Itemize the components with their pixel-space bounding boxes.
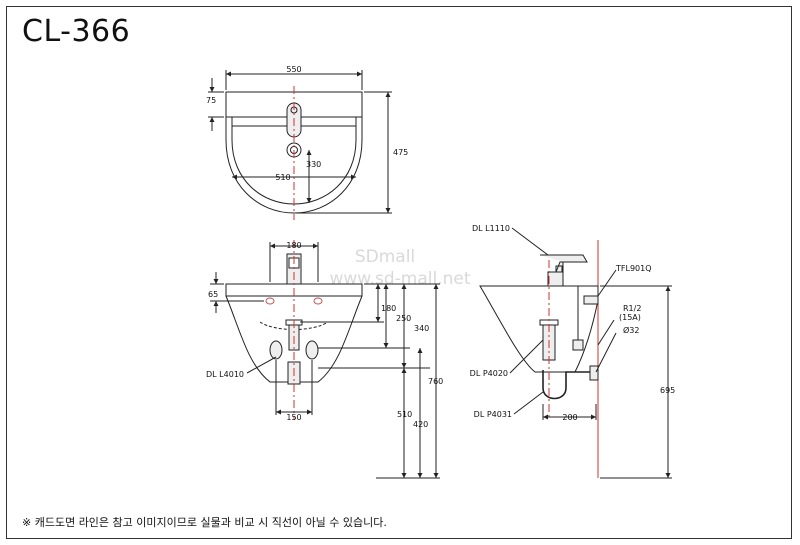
dim-510: 510 <box>397 410 412 419</box>
dim-180-spacing: 180 <box>286 241 301 250</box>
side-faucet <box>540 254 588 287</box>
drawing-frame <box>6 6 792 539</box>
label-dl-l1110: DL L1110 <box>472 224 510 233</box>
dim-475: 475 <box>393 148 408 157</box>
side-trap <box>542 370 596 400</box>
side-basin-outline <box>479 285 599 373</box>
dim-420: 420 <box>413 420 428 429</box>
label-dl-p4031: DL P4031 <box>474 410 512 419</box>
model-title: CL-366 <box>22 14 131 49</box>
front-view-labels: 180 65 150 DL L4010 180 250 340 510 420 … <box>206 241 443 429</box>
label-dl-l4010: DL L4010 <box>206 370 244 379</box>
dim-550: 550 <box>286 65 301 74</box>
front-bracket-right <box>305 340 319 360</box>
dim-330: 330 <box>306 160 321 169</box>
dim-75: 75 <box>206 96 216 105</box>
top-view <box>208 70 392 220</box>
dim-200: 200 <box>562 413 577 422</box>
dim-340: 340 <box>414 324 429 333</box>
front-bracket-left <box>269 340 283 360</box>
watermark: SDmall www.sd-mall.net <box>329 247 470 289</box>
footnote: ※ 캐드도면 라인은 참고 이미지이므로 실물과 비교 시 직선이 아닐 수 있… <box>22 516 387 529</box>
dim-150: 150 <box>286 413 301 422</box>
dim-695: 695 <box>660 386 675 395</box>
label-pipe-diameter: Ø32 <box>623 325 639 335</box>
dim-250: 250 <box>396 314 411 323</box>
label-dl-p4020: DL P4020 <box>470 369 508 378</box>
watermark-line2: www.sd-mall.net <box>329 269 470 289</box>
top-basin-outline <box>225 91 363 214</box>
front-basin-outline <box>225 283 363 383</box>
front-view <box>210 240 440 479</box>
side-view-labels: DL L1110 TFL901Q R1/2 (15A) Ø32 DL P4020… <box>470 224 676 422</box>
dim-180: 180 <box>381 304 396 313</box>
top-view-labels: 550 510 330 475 75 <box>206 65 408 182</box>
dim-65: 65 <box>208 290 218 299</box>
side-view <box>479 227 672 479</box>
label-15a: (15A) <box>619 313 641 322</box>
dim-510: 510 <box>275 173 290 182</box>
dim-760: 760 <box>428 377 443 386</box>
watermark-line1: SDmall <box>355 247 415 267</box>
label-tfl901q: TFL901Q <box>615 264 652 273</box>
label-r12: R1/2 <box>623 304 641 313</box>
